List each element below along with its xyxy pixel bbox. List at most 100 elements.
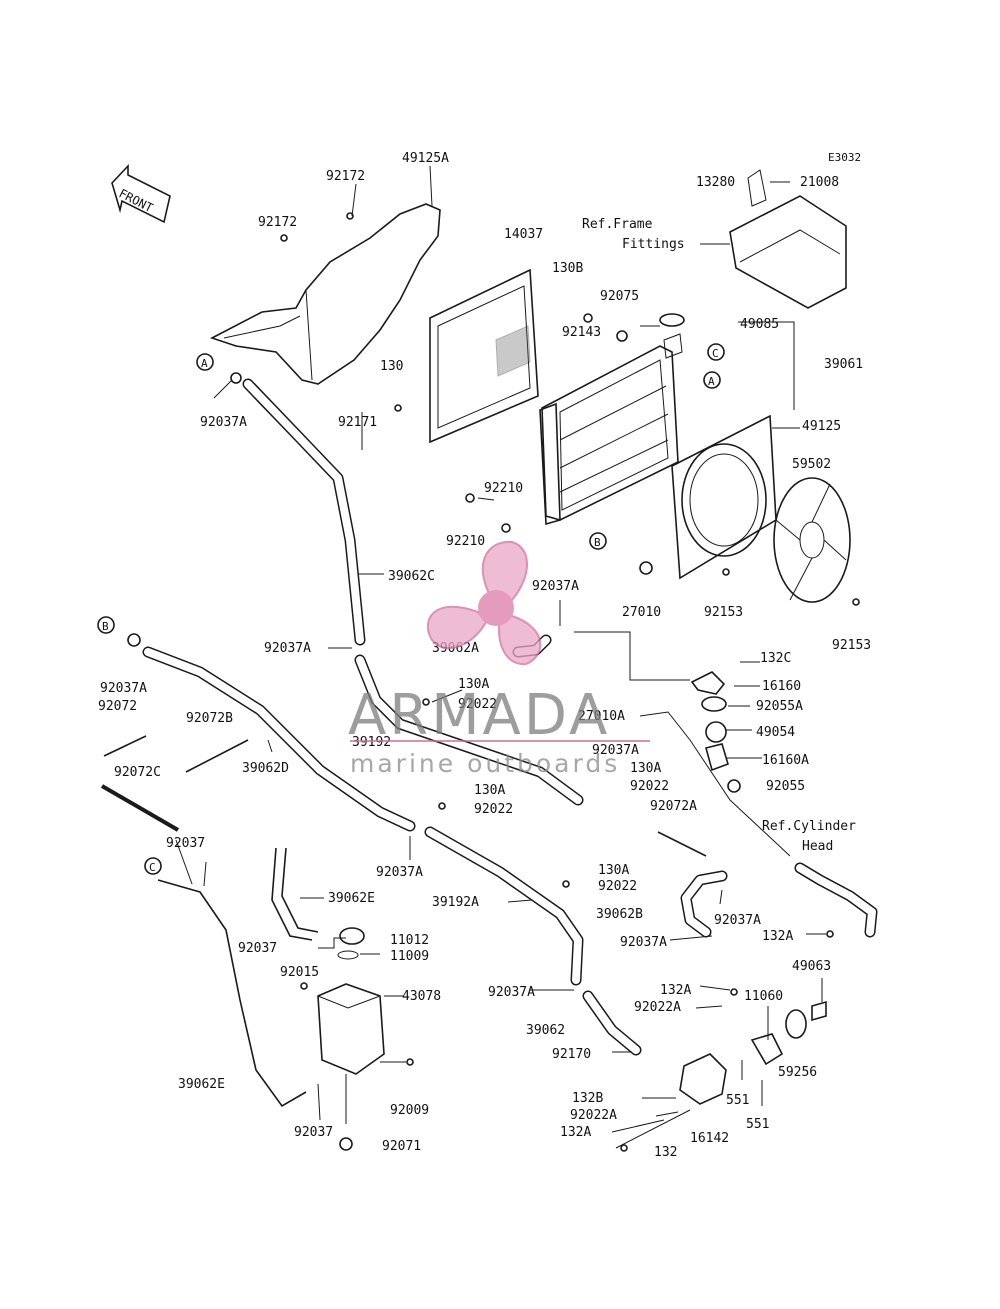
part-label: 551: [746, 1117, 769, 1132]
part-label: 16142: [690, 1131, 729, 1146]
part-label: 92072B: [186, 711, 233, 726]
part-label: 59256: [778, 1065, 817, 1080]
part-label: 130B: [552, 261, 583, 276]
part-label: 130: [380, 359, 403, 374]
hose-39192: [354, 654, 584, 806]
part-label: 49085: [740, 317, 779, 332]
diagram-code: E3032: [828, 151, 861, 164]
part-label: 92037A: [264, 641, 311, 656]
part-label: 92037A: [100, 681, 147, 696]
part-label: 39062B: [596, 907, 643, 922]
armada-watermark: ARMADA marine outboards: [348, 540, 650, 778]
front-arrow-icon: FRONT: [111, 163, 171, 224]
part-label: 92037A: [376, 865, 423, 880]
propeller-logo-icon: [426, 540, 542, 666]
part-label: 39061: [824, 357, 863, 372]
fasteners: [127, 212, 860, 1152]
part-label: 92153: [704, 605, 743, 620]
strap-92072a: [657, 831, 707, 857]
part-label: 92022: [474, 802, 513, 817]
part-label: 39192A: [432, 895, 479, 910]
part-label: 39062C: [388, 569, 435, 584]
part-label: 11012: [390, 933, 429, 948]
part-label: 92172: [258, 215, 297, 230]
part-label: 132A: [660, 983, 691, 998]
part-label: 92171: [338, 415, 377, 430]
part-label: 132: [654, 1145, 677, 1160]
part-label: 92072: [98, 699, 137, 714]
part-label: 92015: [280, 965, 319, 980]
thermostat-housing: [690, 671, 741, 793]
part-label: 92210: [446, 534, 485, 549]
part-label: 59502: [792, 457, 831, 472]
part-label: 43078: [402, 989, 441, 1004]
note-ref-frame-fittings: Fittings: [622, 237, 685, 252]
part-label: 92172: [326, 169, 365, 184]
note-ref-frame: Ref.Frame: [582, 217, 653, 232]
radiator-screen: [429, 268, 539, 444]
hose-cylinder-head: [794, 862, 878, 938]
part-label: 14037: [504, 227, 543, 242]
marker-c-top: C: [707, 343, 725, 361]
part-label: 92022A: [570, 1108, 617, 1123]
marker-a-left: A: [196, 353, 214, 371]
part-label: 27010: [622, 605, 661, 620]
part-label: 92022: [598, 879, 637, 894]
radiator-shroud-left: [209, 203, 441, 385]
part-label: 11009: [390, 949, 429, 964]
part-label: 39062E: [328, 891, 375, 906]
part-label: 130A: [458, 677, 489, 692]
part-label: 92022: [458, 697, 497, 712]
marker-b-left: B: [97, 616, 115, 634]
part-label: 39192: [352, 735, 391, 750]
reservoir-bracket: [729, 169, 847, 309]
strap-92072: [103, 735, 147, 757]
part-label: 92037A: [532, 579, 579, 594]
part-label: 13280: [696, 175, 735, 190]
hose-39062: [582, 990, 642, 1056]
part-label: 21008: [800, 175, 839, 190]
part-label: 92071: [382, 1139, 421, 1154]
part-label: 11060: [744, 989, 783, 1004]
part-label: 92037A: [200, 415, 247, 430]
part-label: 92072A: [650, 799, 697, 814]
svg-text:C: C: [712, 347, 719, 360]
hose-39062c: [242, 378, 366, 646]
part-label: 92022: [630, 779, 669, 794]
part-label: 130A: [474, 783, 505, 798]
part-label: 49063: [792, 959, 831, 974]
part-label: 92022A: [634, 1000, 681, 1015]
pipe-39192a: [424, 826, 584, 986]
hose-39062e-bottom: [157, 879, 307, 1108]
part-label: 92072C: [114, 765, 161, 780]
hose-39062b: [680, 870, 728, 938]
part-label: 130A: [630, 761, 661, 776]
radiator-core: [539, 345, 679, 526]
part-label: 132A: [560, 1125, 591, 1140]
hose-39062d: [142, 646, 416, 832]
svg-text:C: C: [149, 861, 156, 874]
strap-92072c: [100, 784, 180, 832]
note-ref-cylinder: Ref.Cylinder: [762, 819, 856, 834]
front-label: FRONT: [117, 186, 156, 215]
hose-39062e-top: [271, 847, 319, 941]
svg-text:A: A: [201, 357, 208, 370]
part-label: 39062: [526, 1023, 565, 1038]
reservoir-tank: [317, 927, 385, 1075]
part-label: 92037A: [620, 935, 667, 950]
part-label: 92143: [562, 325, 601, 340]
part-label: 16160: [762, 679, 801, 694]
part-label: 92037A: [488, 985, 535, 1000]
part-label: 92009: [390, 1103, 429, 1118]
watermark-tagline: marine outboards: [350, 749, 620, 778]
note-ref-cylinder-head: Head: [802, 839, 833, 854]
marker-a-top: A: [703, 371, 721, 389]
part-label: 49125: [802, 419, 841, 434]
part-label: 92153: [832, 638, 871, 653]
part-label: 130A: [598, 863, 629, 878]
part-label: 39062D: [242, 761, 289, 776]
part-label: 49125A: [402, 151, 449, 166]
part-label: 92075: [600, 289, 639, 304]
part-label: 39062E: [178, 1077, 225, 1092]
fan-shroud: [671, 414, 777, 580]
